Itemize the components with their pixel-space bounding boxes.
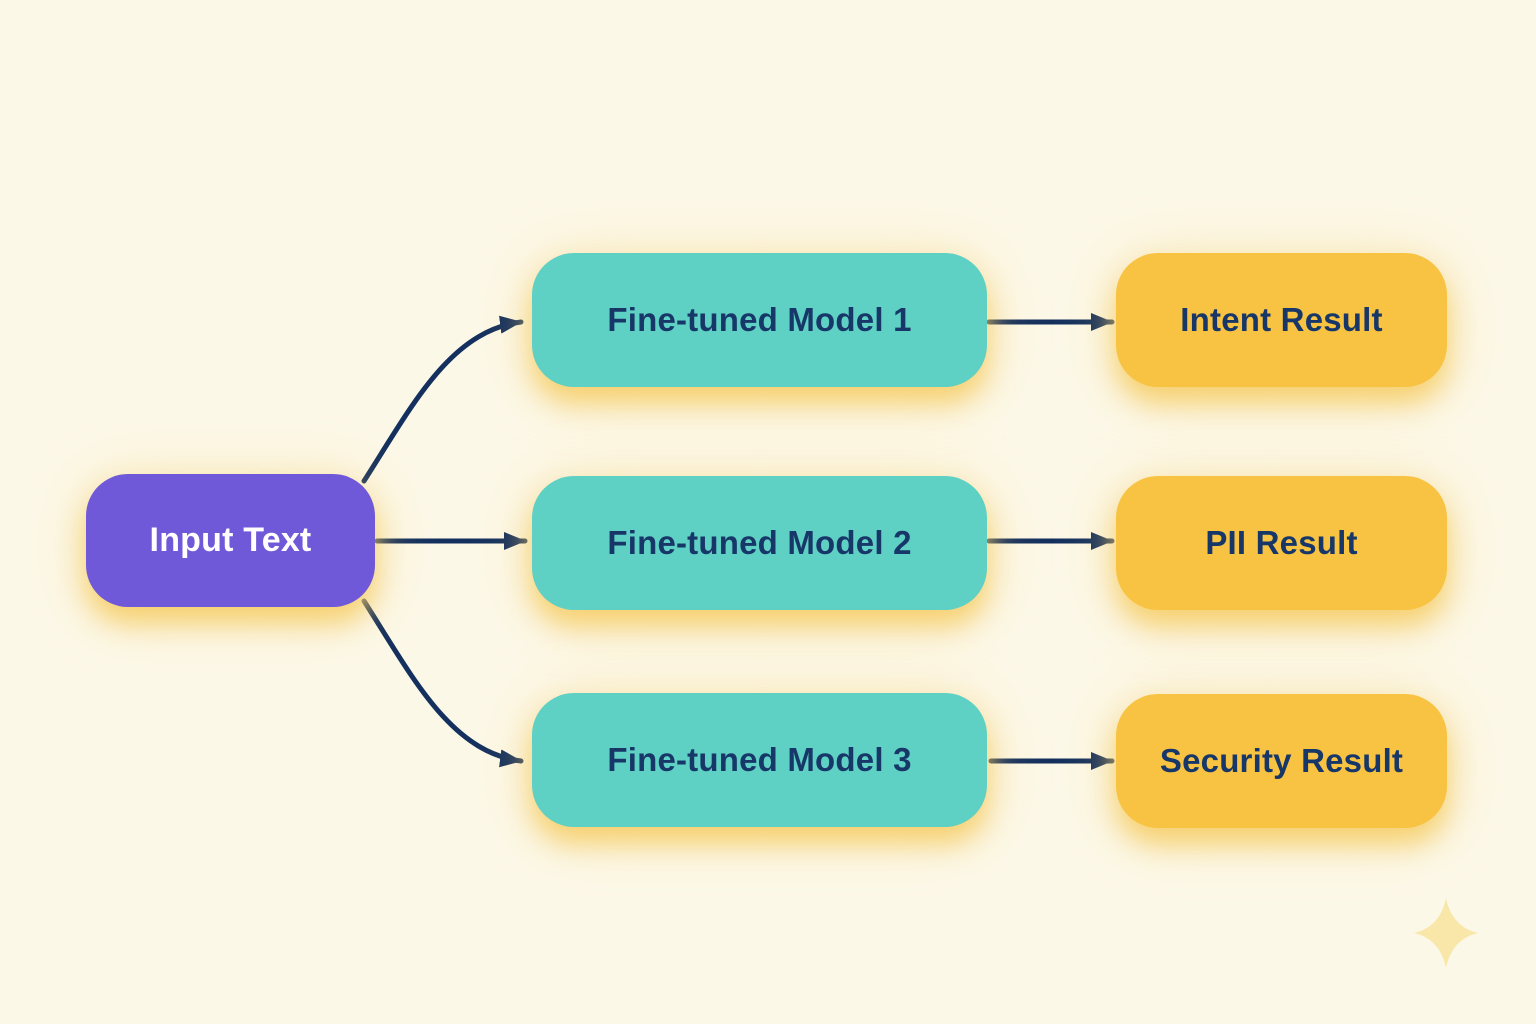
node-fine-tuned-model-1: Fine-tuned Model 1 (532, 253, 987, 387)
node-fine-tuned-model-1-label: Fine-tuned Model 1 (607, 301, 912, 338)
node-intent-result: Intent Result (1116, 253, 1447, 387)
edge-input-to-model3 (361, 598, 524, 768)
node-fine-tuned-model-2: Fine-tuned Model 2 (532, 476, 987, 610)
node-fine-tuned-model-3-label: Fine-tuned Model 3 (607, 741, 912, 778)
node-pii-result-label: PII Result (1205, 524, 1358, 561)
sparkle-icon (1414, 898, 1478, 968)
edge-input-to-model1 (361, 315, 524, 484)
node-input-text: Input Text (86, 474, 375, 607)
node-fine-tuned-model-2-label: Fine-tuned Model 2 (607, 524, 912, 561)
node-security-result: Security Result (1116, 694, 1447, 828)
node-intent-result-label: Intent Result (1180, 301, 1383, 338)
node-fine-tuned-model-3: Fine-tuned Model 3 (532, 693, 987, 827)
node-pii-result: PII Result (1116, 476, 1447, 610)
node-security-result-label: Security Result (1159, 742, 1404, 779)
node-input-text-label: Input Text (149, 521, 312, 559)
